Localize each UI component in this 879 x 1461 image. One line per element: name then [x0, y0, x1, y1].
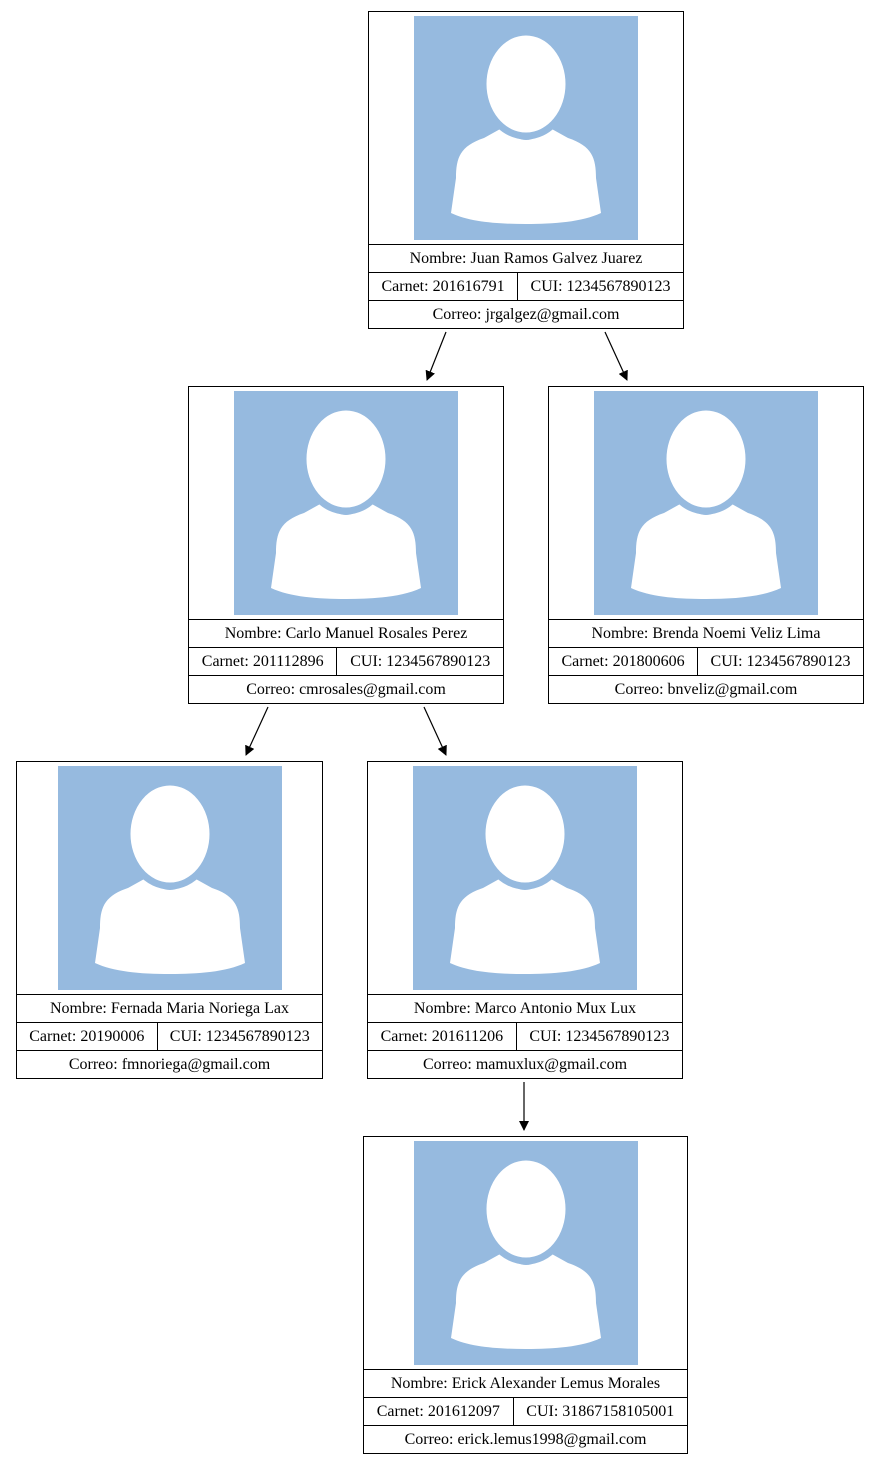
name-field: Nombre: Juan Ramos Galvez Juarez: [409, 249, 643, 267]
cui-field: CUI: 1234567890123: [515, 1023, 682, 1050]
person-silhouette-icon: [234, 391, 458, 615]
edge-n1-n3: [604, 331, 628, 381]
carnet-field: Carnet: 201800606: [561, 652, 685, 670]
cui-field: CUI: 1234567890123: [697, 648, 863, 675]
cui-field: CUI: 1234567890123: [156, 1023, 322, 1050]
photo-frame: [364, 1137, 687, 1369]
person-node[interactable]: Nombre: Brenda Noemi Veliz Lima Carnet: …: [548, 386, 864, 704]
email-field: Correo: mamuxlux@gmail.com: [422, 1055, 628, 1073]
email-field: Correo: jrgalgez@gmail.com: [432, 305, 620, 323]
person-silhouette-icon: [413, 1141, 638, 1365]
photo-frame: [189, 387, 503, 619]
carnet-field: Carnet: 201612097: [376, 1402, 500, 1420]
person-silhouette-icon: [413, 766, 637, 990]
cui-field: CUI: 31867158105001: [512, 1398, 687, 1425]
person-node[interactable]: Nombre: Marco Antonio Mux Lux Carnet: 20…: [367, 761, 683, 1079]
edge-n2-n4: [245, 706, 269, 756]
edge-n2-n5: [423, 706, 447, 756]
person-node[interactable]: Nombre: Juan Ramos Galvez Juarez Carnet:…: [368, 11, 684, 329]
person-node[interactable]: Nombre: Erick Alexander Lemus Morales Ca…: [363, 1136, 688, 1454]
carnet-field: Carnet: 201112896: [201, 652, 324, 670]
carnet-field: Carnet: 20190006: [29, 1027, 145, 1045]
photo-frame: [549, 387, 863, 619]
name-field: Nombre: Fernada Maria Noriega Lax: [49, 999, 289, 1017]
person-silhouette-icon: [414, 16, 638, 240]
person-node[interactable]: Nombre: Carlo Manuel Rosales Perez Carne…: [188, 386, 504, 704]
email-field: Correo: cmrosales@gmail.com: [246, 680, 446, 698]
name-field: Nombre: Marco Antonio Mux Lux: [413, 999, 637, 1017]
email-field: Correo: fmnoriega@gmail.com: [68, 1055, 271, 1073]
name-field: Nombre: Brenda Noemi Veliz Lima: [591, 624, 821, 642]
photo-frame: [17, 762, 322, 994]
person-silhouette-icon: [57, 766, 282, 990]
cui-field: CUI: 1234567890123: [517, 273, 683, 300]
carnet-field: Carnet: 201616791: [381, 277, 505, 295]
name-field: Nombre: Carlo Manuel Rosales Perez: [224, 624, 468, 642]
person-silhouette-icon: [594, 391, 818, 615]
carnet-field: Carnet: 201611206: [380, 1027, 504, 1045]
photo-frame: [368, 762, 682, 994]
email-field: Correo: bnveliz@gmail.com: [614, 680, 798, 698]
edge-n1-n2: [425, 331, 447, 381]
cui-field: CUI: 1234567890123: [336, 648, 503, 675]
person-node[interactable]: Nombre: Fernada Maria Noriega Lax Carnet…: [16, 761, 323, 1079]
email-field: Correo: erick.lemus1998@gmail.com: [404, 1430, 647, 1448]
name-field: Nombre: Erick Alexander Lemus Morales: [390, 1374, 661, 1392]
photo-frame: [369, 12, 683, 244]
